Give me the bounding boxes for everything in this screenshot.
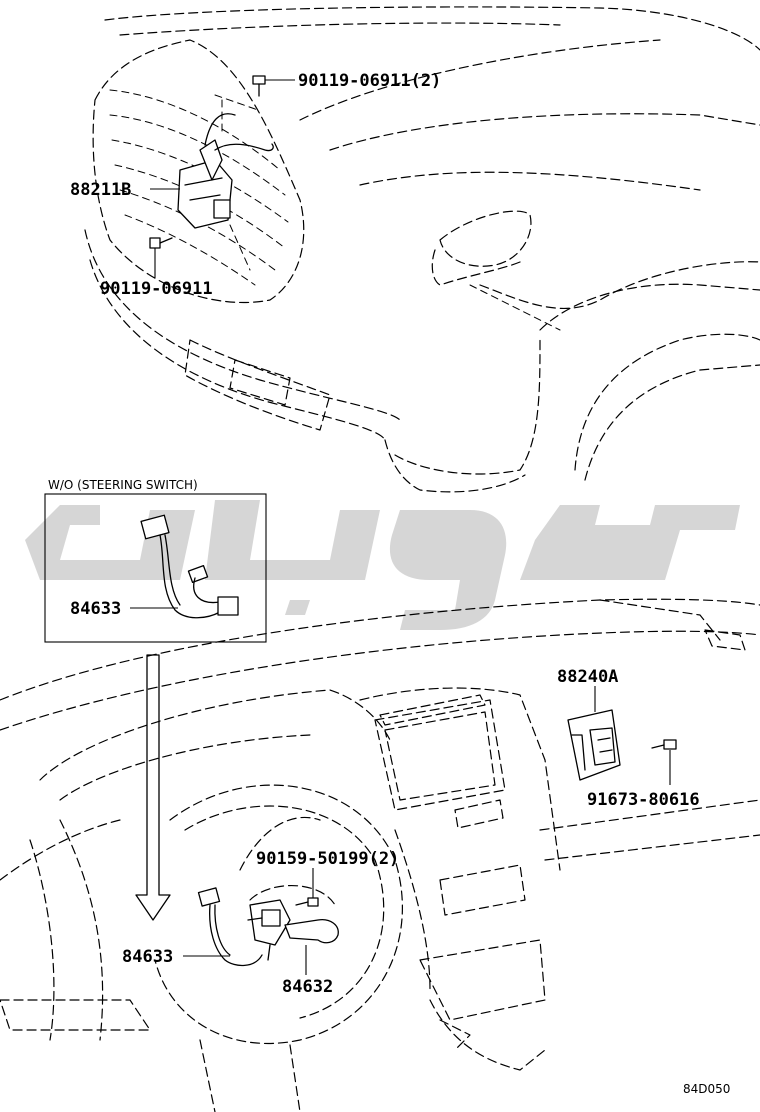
radar-sensor-assembly [177, 94, 274, 271]
callout-harness-variant: 84633 [70, 599, 121, 619]
callout-radar-sensor: 88211B [70, 180, 131, 200]
logo-watermark [25, 500, 740, 630]
callout-bolt-lower: 90119-06911 [100, 279, 213, 299]
vehicle-front-outline [84, 6, 760, 493]
harness-variant [140, 514, 239, 619]
callout-harness-main: 84633 [122, 947, 173, 967]
bolt-lower-icon [149, 237, 173, 249]
bolt-upper-icon [252, 75, 266, 97]
callout-switch-screws: 90159-50199(2) [256, 849, 399, 869]
dashboard-outline [0, 598, 760, 1112]
harness-main [197, 887, 263, 967]
switch-screw-icon [295, 897, 319, 907]
ecu-screw-icon [651, 739, 677, 750]
callout-switch-assembly: 84632 [282, 977, 333, 997]
variant-box [44, 493, 267, 643]
variant-box-caption: W/O (STEERING SWITCH) [48, 478, 198, 492]
down-arrow-icon [135, 654, 171, 921]
figure-code: 84D050 [683, 1082, 730, 1096]
callout-bolt-upper: 90119-06911(2) [298, 71, 441, 91]
callout-ecu-screw: 91673-80616 [587, 790, 700, 810]
callout-ecu: 88240A [557, 667, 618, 687]
steering-switch-assembly [247, 899, 339, 961]
ecu-module [567, 709, 621, 781]
